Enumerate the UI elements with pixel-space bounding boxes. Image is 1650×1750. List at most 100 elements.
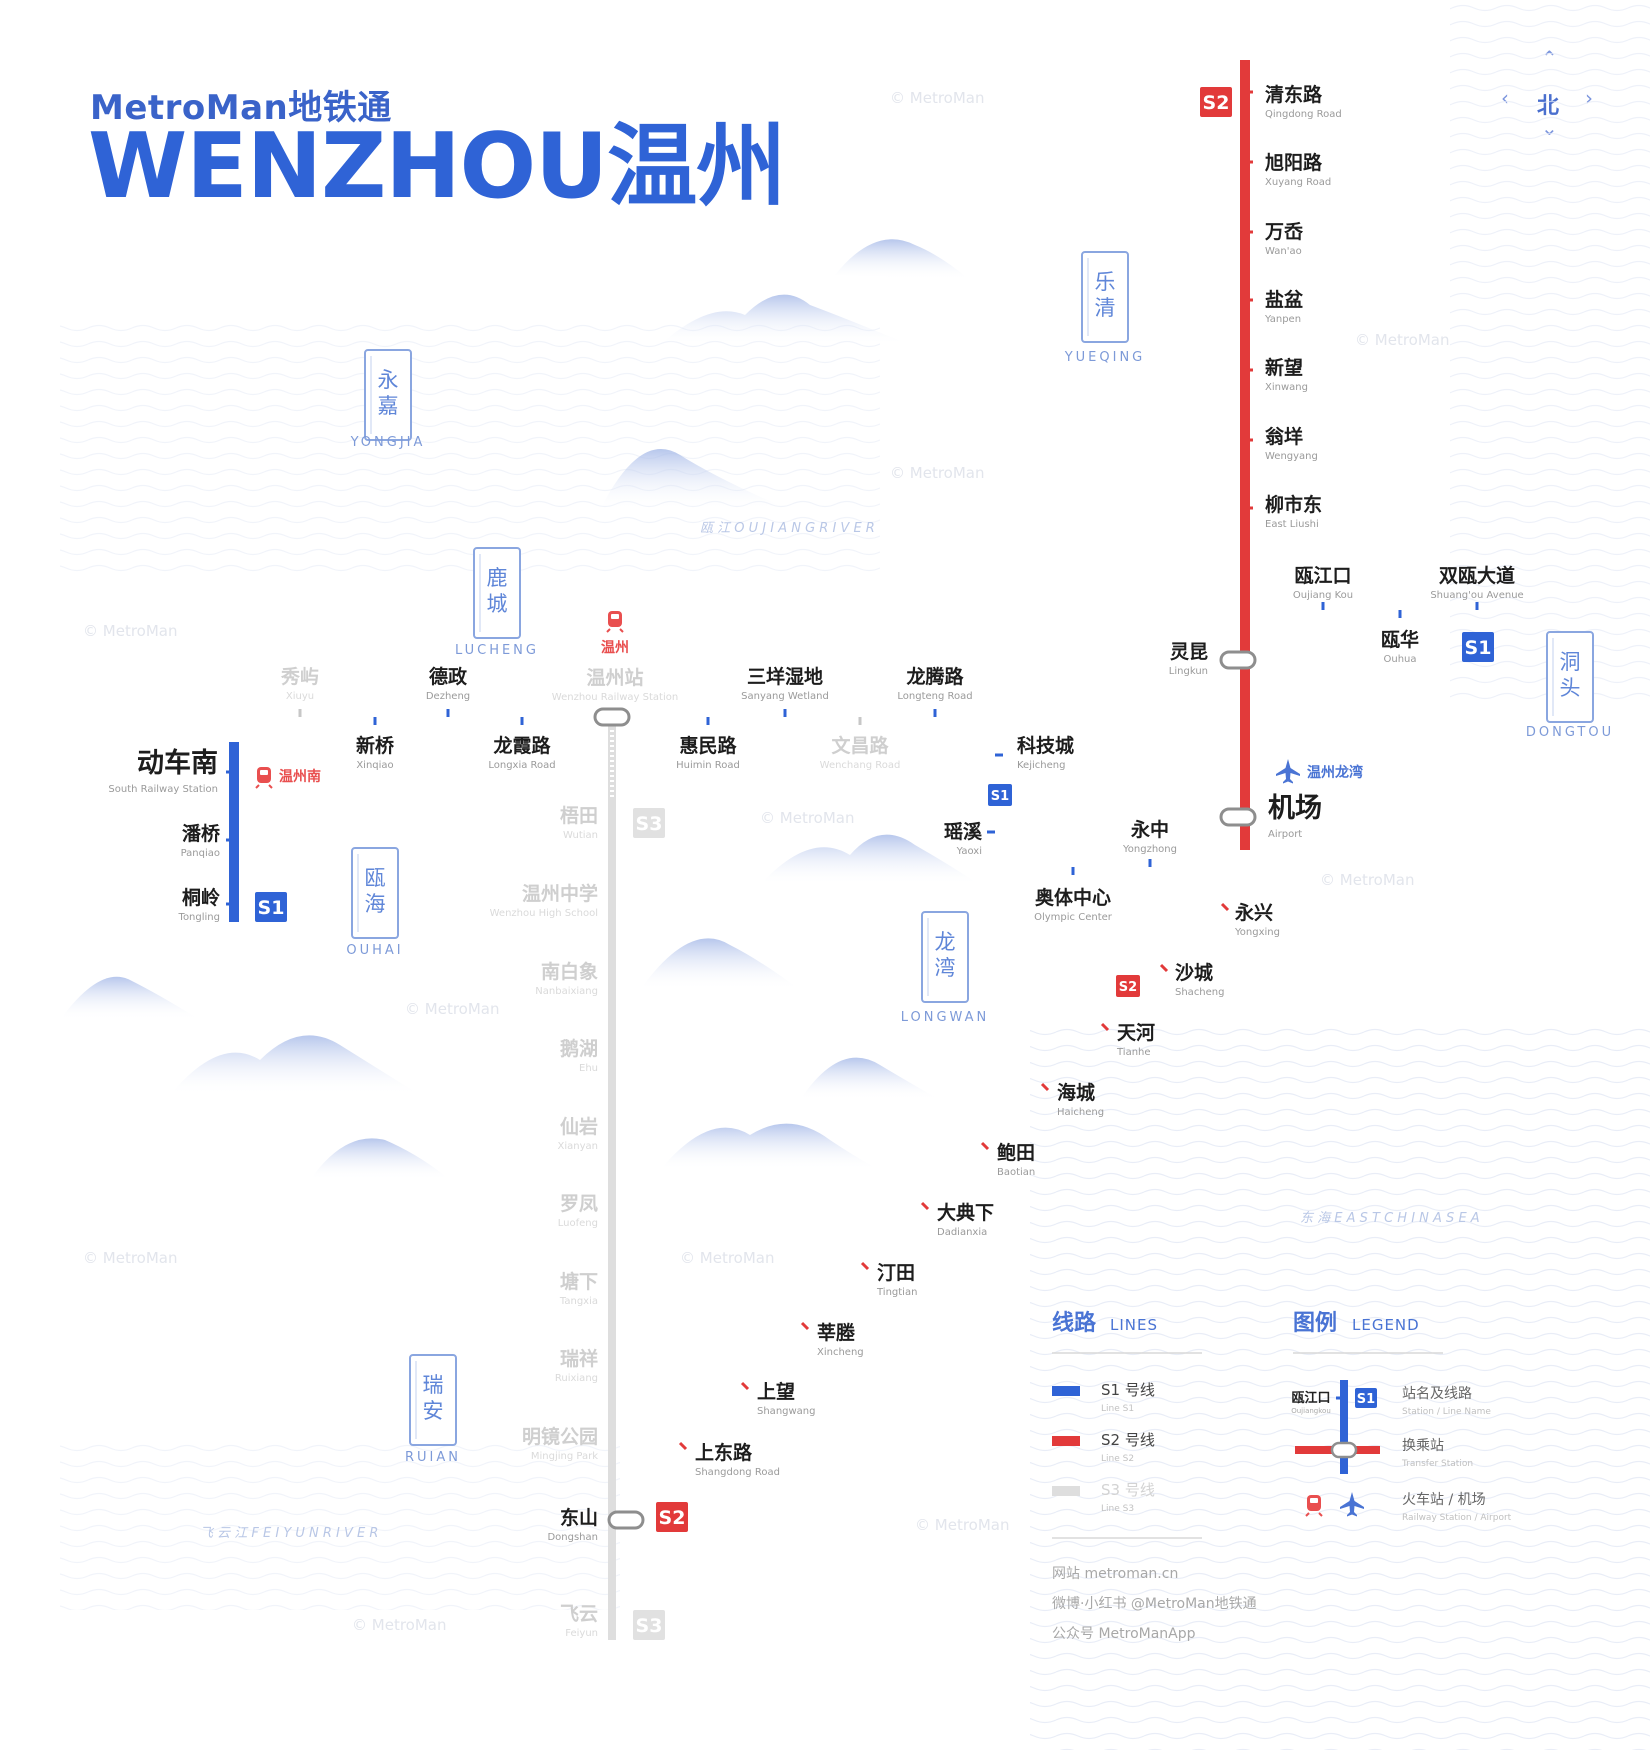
footer-weibo: 微博·小红书 @MetroMan地铁通 (1052, 1595, 1257, 1612)
station-name-en: Nanbaixiang (535, 986, 598, 997)
legend-item-label-en: Transfer Station (1401, 1459, 1473, 1469)
line-badge-s2[interactable]: S2 (1200, 87, 1232, 117)
station-name-zh: 秀屿 (280, 666, 319, 688)
station-name-en: Sanyang Wetland (741, 691, 829, 702)
station-name-zh: 旭阳路 (1264, 151, 1323, 174)
line-badge-label: S1 (991, 789, 1009, 804)
legend-line-label: S1 号线 (1101, 1381, 1155, 1399)
line-badge-s1[interactable]: S1 (988, 784, 1012, 806)
line-badge-s2[interactable]: S2 (656, 1502, 688, 1532)
station-name-en: Dadianxia (937, 1227, 987, 1238)
transfer-station[interactable] (1219, 650, 1257, 670)
station-name-en: Tianhe (1116, 1047, 1151, 1058)
district-name: 清 (1095, 296, 1116, 320)
poi-wenzhou-south: 温州南 (279, 768, 321, 785)
transfer-station[interactable] (593, 707, 631, 727)
mountain (170, 1035, 420, 1095)
station-name-en: Ruixiang (555, 1373, 598, 1384)
station-name-en: Feiyun (565, 1628, 598, 1639)
line-badge-s3[interactable]: S3 (633, 1610, 665, 1640)
district-en: OUHAI (346, 943, 403, 958)
district-en: RUIAN (405, 1450, 461, 1465)
station-name-zh: 惠民路 (679, 734, 737, 757)
legend-line-label-en: Line S1 (1101, 1404, 1134, 1414)
legend-item-label-en: Station / Line Name (1402, 1407, 1491, 1417)
district-name: 瓯 (365, 866, 386, 890)
station-name-zh: 瑶溪 (944, 821, 983, 843)
mountain (660, 1123, 880, 1170)
line-badge-s1[interactable]: S1 (1462, 632, 1494, 662)
station-name-en: Xinwang (1265, 382, 1308, 393)
station-name-en: South Railway Station (108, 784, 218, 795)
footer-website[interactable]: 网站 metroman.cn (1052, 1566, 1178, 1582)
line-badge-s3[interactable]: S3 (633, 808, 665, 838)
legend-item-label-en: Railway Station / Airport (1402, 1513, 1512, 1523)
station-name-en: Dezheng (426, 691, 470, 702)
station-name-zh: 上东路 (695, 1441, 753, 1464)
station-name-zh: 鹅湖 (560, 1037, 598, 1060)
station-name-zh: 潘桥 (182, 822, 221, 845)
line-badge-s2[interactable]: S2 (1116, 975, 1140, 997)
line-badge-label: S3 (636, 813, 663, 835)
station-tick (860, 1261, 870, 1271)
station-name-zh: 上望 (757, 1380, 795, 1403)
train-icon (1305, 1495, 1323, 1517)
station-name-en: Lingkun (1169, 666, 1208, 677)
district-name: 湾 (935, 956, 956, 980)
line-badge-s1[interactable]: S1 (255, 892, 287, 922)
station-name-en: Luofeng (558, 1218, 598, 1229)
transfer-station[interactable] (607, 1510, 645, 1530)
transfer-station[interactable] (1219, 807, 1257, 827)
